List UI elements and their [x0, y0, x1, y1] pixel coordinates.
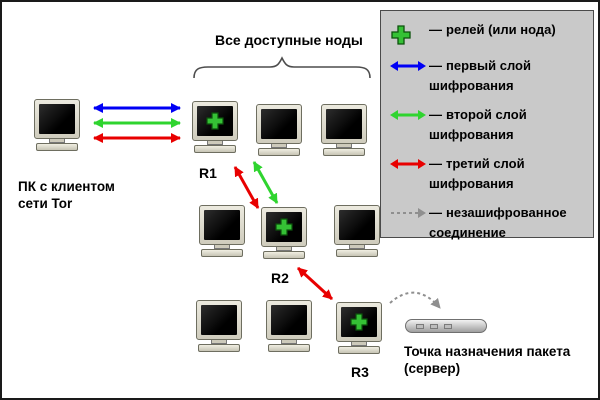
relay-r3: [334, 302, 384, 354]
destination-label: Точка назначения пакета (сервер): [404, 344, 571, 376]
legend: —релей (или нода) —первый слой шифровани…: [380, 10, 594, 240]
keyboard-icon: [201, 249, 243, 257]
client-pc: [32, 99, 82, 151]
monitor-icon: [321, 104, 367, 144]
monitor-icon: [199, 205, 245, 245]
monitor-icon: [34, 99, 80, 139]
legend-dash: —: [429, 107, 442, 122]
relay-plus-icon: [341, 307, 377, 337]
monitor-stand: [207, 141, 223, 145]
red-arrow-icon: [389, 154, 429, 171]
monitor-stand: [49, 139, 65, 143]
legend-label: незашифрованное соединение: [429, 205, 567, 240]
legend-label: первый слой шифрования: [429, 58, 531, 93]
server-icon: [405, 319, 487, 333]
relay-r1: [190, 101, 240, 153]
monitor-stand: [214, 245, 230, 249]
node-computer: [194, 300, 244, 352]
node-computer: [332, 205, 382, 257]
client-pc-label: ПК с клиентом сети Tor: [18, 179, 115, 211]
legend-dash: —: [429, 156, 442, 171]
monitor-icon: [266, 300, 312, 340]
keyboard-icon: [336, 249, 378, 257]
monitor-icon: [196, 300, 242, 340]
keyboard-icon: [36, 143, 78, 151]
legend-dash: —: [429, 22, 442, 37]
nodes-group-brace: [193, 56, 371, 79]
relay-r2-label: R2: [271, 270, 289, 286]
monitor-icon: [336, 302, 382, 342]
monitor-stand: [211, 340, 227, 344]
green-arrow-icon: [389, 105, 429, 122]
relay-r2: [259, 207, 309, 259]
legend-item-third-layer: —третий слой шифрования: [389, 154, 587, 194]
node-computer: [197, 205, 247, 257]
node-computer: [264, 300, 314, 352]
legend-label: третий слой шифрования: [429, 156, 525, 191]
monitor-stand: [351, 342, 367, 346]
legend-item-unencrypted: —незашифрованное соединение: [389, 203, 587, 243]
legend-label: релей (или нода): [446, 22, 556, 37]
r1-r2-red-arrow: [233, 166, 260, 209]
monitor-stand: [276, 247, 292, 251]
monitor-stand: [349, 245, 365, 249]
relay-plus-icon: [197, 106, 233, 136]
keyboard-icon: [263, 251, 305, 259]
node-computer: [319, 104, 369, 156]
relay-r3-label: R3: [351, 364, 369, 380]
all-nodes-title: Все доступные ноды: [215, 32, 363, 48]
dashed-arrow-icon: [389, 203, 429, 220]
blue-arrow-icon: [389, 56, 429, 73]
monitor-icon: [256, 104, 302, 144]
relay-plus-icon: [389, 20, 429, 47]
keyboard-icon: [268, 344, 310, 352]
keyboard-icon: [194, 145, 236, 153]
monitor-icon: [192, 101, 238, 141]
r1-r2-green-arrow: [252, 161, 279, 204]
legend-item-first-layer: —первый слой шифрования: [389, 56, 587, 96]
r2-r3-red-arrow: [296, 266, 334, 301]
monitor-icon: [334, 205, 380, 245]
relay-r1-label: R1: [199, 165, 217, 181]
legend-dash: —: [429, 58, 442, 73]
monitor-icon: [261, 207, 307, 247]
node-computer: [254, 104, 304, 156]
legend-item-relay: — релей (или нода): [389, 20, 587, 47]
keyboard-icon: [323, 148, 365, 156]
monitor-stand: [271, 144, 287, 148]
unencrypted-connection-arrow: [389, 291, 441, 309]
keyboard-icon: [258, 148, 300, 156]
keyboard-icon: [198, 344, 240, 352]
monitor-stand: [336, 144, 352, 148]
keyboard-icon: [338, 346, 380, 354]
legend-dash: —: [429, 205, 442, 220]
monitor-stand: [281, 340, 297, 344]
legend-item-second-layer: —второй слой шифрования: [389, 105, 587, 145]
relay-plus-icon: [266, 212, 302, 242]
legend-label: второй слой шифрования: [429, 107, 527, 142]
